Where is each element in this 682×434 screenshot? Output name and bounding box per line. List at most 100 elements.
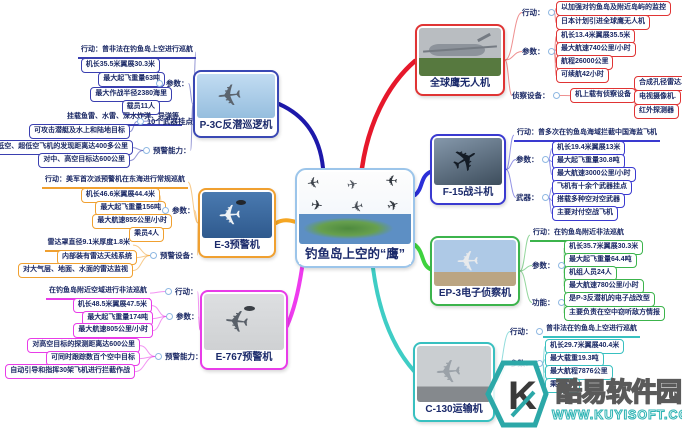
branch-curve-c130 (371, 266, 416, 373)
ep3-plane-icon: ✈ (455, 245, 480, 278)
watermark-site-name: 酷易软件园 (555, 376, 682, 407)
label-e767-params[interactable]: 参数： (166, 311, 199, 322)
connector-dot (166, 313, 173, 320)
topic-globalhawk-recon[interactable]: 电视摄像机. (634, 90, 681, 106)
topic-f15-weapon[interactable]: 主要对付空战飞机 (552, 206, 618, 222)
branch-curve-globalhawk (359, 58, 418, 171)
connector-dot (155, 353, 162, 360)
topic-p3c-param[interactable]: 载员11人 (121, 100, 160, 116)
topic-globalhawk-recon[interactable]: 红外探测器 (634, 104, 679, 120)
topic-p3c-weapon[interactable]: 可攻击潜艇及水上和陆地目标 (29, 124, 130, 140)
connector-dot (150, 252, 157, 259)
branch-curve-p3c (277, 102, 325, 170)
topic-globalhawk-action[interactable]: 日本计划引进全球鹰无人机 (556, 15, 650, 31)
label-globalhawk-recon[interactable]: 侦察设备： (512, 90, 560, 101)
e3-rotodome-icon (236, 200, 246, 205)
topic-ep3-param[interactable]: 最大航速780公里/小时 (564, 279, 644, 295)
label-ep3-params[interactable]: 参数： (532, 260, 565, 271)
topic-globalhawk-action[interactable]: 以加强对钓鱼岛及附近岛屿的监控 (556, 1, 671, 17)
c130-photo: ✈ (417, 346, 491, 402)
center-title: 钓鱼岛上空的“鹰” (299, 244, 411, 264)
connector-dot (557, 262, 565, 269)
label-e3-params[interactable]: 参数： (162, 205, 195, 216)
p3c-plane-icon: ✈ (215, 78, 244, 115)
plane-icon: ✈ (345, 176, 360, 193)
ep3-photo: ✈ (434, 240, 516, 286)
label-ep3-function[interactable]: 功能： (532, 297, 565, 308)
label-p3c-weapons[interactable]: 10个武器挂点 (137, 116, 193, 127)
node-label: P-3C反潜巡逻机 (197, 118, 275, 134)
connector-dot (156, 80, 163, 87)
connector-dot (165, 288, 172, 295)
connector-dot (535, 328, 543, 335)
plane-icon: ✈ (305, 174, 321, 193)
node-label: 全球鹰无人机 (419, 76, 501, 92)
e767-photo: ✈ (204, 294, 284, 350)
label-p3c-alert[interactable]: 预警能力： (143, 145, 191, 156)
label-f15-params[interactable]: 参数： (516, 154, 549, 165)
topic-p3c-param[interactable]: 机长35.5米翼展30.3米 (80, 58, 160, 74)
topic-p3c-alert[interactable]: 对中、高空目标达600公里 (38, 153, 130, 169)
connector-dot (541, 194, 549, 201)
topic-e767-param[interactable]: 最大航速805公里/小时 (73, 323, 153, 339)
label-globalhawk-params[interactable]: 参数： (522, 46, 555, 57)
node-label: C-130运输机 (417, 402, 491, 418)
topic-c130-action[interactable]: 曾非法在钓鱼岛上空进行巡航 (543, 324, 640, 339)
branch-curve-f15 (413, 170, 432, 197)
topic-p3c-param[interactable]: 最大起飞重量63吨 (98, 72, 165, 88)
plane-icon: ✈ (309, 196, 324, 214)
diaoyu-island-photo (299, 214, 411, 244)
topic-f15-weapon[interactable]: 搭载多种空对空武器 (552, 193, 625, 209)
branch-curve-e767 (285, 266, 304, 328)
connector-dot (541, 156, 549, 163)
globalhawk-photo (419, 28, 501, 76)
node-p3c-patrol-aircraft[interactable]: ✈ P-3C反潜巡逻机 (193, 70, 279, 138)
connector-dot (547, 9, 555, 16)
e3-plane-icon: ✈ (216, 199, 243, 232)
f15-plane-icon: ✈ (444, 138, 487, 183)
label-p3c-params[interactable]: 参数： (156, 78, 189, 89)
topic-e767-alert[interactable]: 自动引导和指挥30架飞机进行拦截作战 (5, 364, 135, 380)
connector-dot (547, 48, 555, 55)
topic-e3-device[interactable]: 对大气层、地面、水面的雷达监视 (18, 263, 133, 279)
node-label: EP-3电子侦察机 (434, 286, 516, 302)
node-globalhawk-uav[interactable]: 全球鹰无人机 (415, 24, 505, 96)
e767-plane-icon: ✈ (222, 304, 251, 341)
node-e767-awacs[interactable]: ✈ E-767预警机 (200, 290, 288, 370)
p3c-photo: ✈ (197, 74, 275, 118)
plane-icon: ✈ (384, 195, 402, 215)
watermark-logo: K (485, 360, 549, 428)
e3-photo: ✈ (202, 192, 272, 238)
watermark-url: WWW.KUYISOFT.COM (552, 408, 682, 423)
plane-icon: ✈ (384, 172, 399, 191)
topic-globalhawk-recon[interactable]: 合成孔径雷达. (634, 76, 682, 92)
branch-curve-ep3 (413, 243, 432, 271)
node-label: F-15战斗机 (434, 185, 502, 201)
connector-dot (552, 92, 560, 99)
connector-dot (143, 147, 150, 154)
topic-ep3-function[interactable]: 主要负责在空中窃听敌方情报 (564, 306, 665, 322)
topic-globalhawk-recon-main[interactable]: 机上载有侦察设备 (570, 88, 636, 104)
label-e767-action[interactable]: 行动： (165, 286, 198, 297)
topic-globalhawk-param[interactable]: 可续航42小时 (556, 68, 609, 84)
label-globalhawk-action[interactable]: 行动： (522, 7, 555, 18)
f15-photo: ✈ (434, 138, 502, 185)
node-label: E-767预警机 (204, 350, 284, 366)
label-f15-weapons[interactable]: 武器： (516, 192, 549, 203)
center-topic-node[interactable]: ✈ ✈ ✈ ✈ ✈ ✈ 钓鱼岛上空的“鹰” (295, 168, 415, 268)
node-ep3-recon-aircraft[interactable]: ✈ EP-3电子侦察机 (430, 236, 520, 306)
node-f15-fighter[interactable]: ✈ F-15战斗机 (430, 134, 506, 205)
label-e767-alert[interactable]: 预警能力： (155, 351, 203, 362)
connector-dot (137, 118, 144, 125)
topic-e3-param[interactable]: 乘员4人 (129, 227, 164, 243)
branch-curve-e3 (274, 218, 298, 225)
node-c130-transport[interactable]: ✈ C-130运输机 (413, 342, 495, 422)
topic-ep3-function[interactable]: 是P-3反潜机的电子战改型 (564, 292, 655, 308)
c130-plane-icon: ✈ (433, 353, 464, 391)
aircraft-collage-photo: ✈ ✈ ✈ ✈ ✈ ✈ (299, 172, 411, 244)
label-c130-action[interactable]: 行动： (510, 326, 543, 337)
label-e3-device[interactable]: 预警设备： (150, 250, 198, 261)
e767-rotodome-icon (244, 306, 255, 311)
node-e3-awacs[interactable]: ✈ E-3预警机 (198, 188, 276, 258)
